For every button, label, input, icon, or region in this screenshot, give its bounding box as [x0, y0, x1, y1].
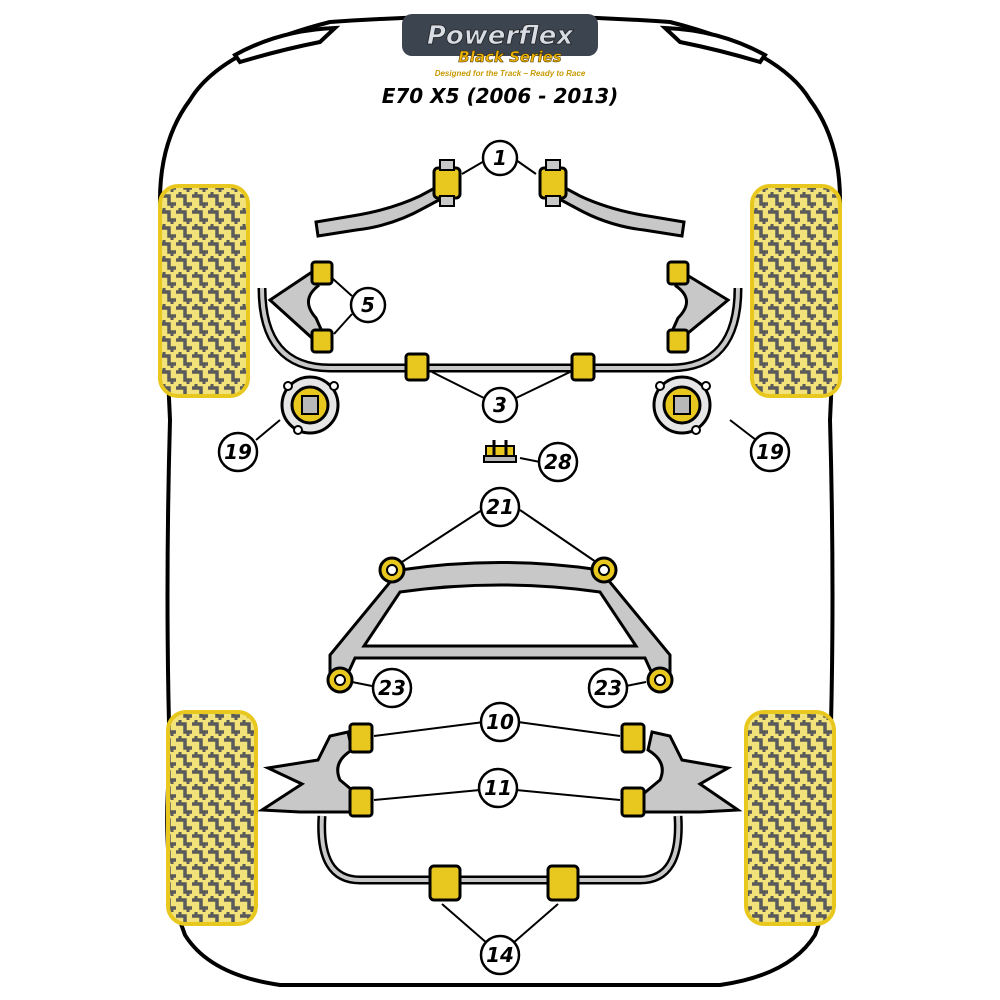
powerflex-logo: Powerflex Black Series Designed for the …: [402, 14, 598, 78]
bush-14-left: [428, 864, 462, 902]
front-anti-roll-bar: [257, 287, 743, 373]
brand-series: Black Series: [458, 48, 561, 66]
svg-text:3: 3: [493, 393, 507, 417]
svg-text:1: 1: [493, 146, 507, 170]
callout-23-right: 23: [587, 667, 629, 709]
svg-text:19: 19: [756, 440, 784, 464]
callout-3: 3: [481, 386, 519, 424]
rear-subframe: [328, 561, 672, 682]
bush-21-left: [378, 556, 406, 584]
bush-21-right: [590, 556, 618, 584]
svg-text:14: 14: [486, 943, 514, 967]
bush-14-right: [546, 864, 580, 902]
rear-right-carrier: [634, 730, 743, 814]
left-mirror: [232, 25, 341, 65]
right-mirror: [659, 25, 768, 65]
part-28: [483, 440, 517, 463]
model-title: E70 X5 (2006 - 2013): [382, 84, 619, 108]
callout-28: 28: [537, 441, 579, 483]
bush-10-left: [348, 722, 374, 754]
front-right-upper-arm: [548, 179, 686, 238]
callout-10: 10: [479, 701, 521, 743]
bush-5-left-upper: [310, 260, 334, 286]
top-mount-right: [652, 375, 712, 435]
svg-text:28: 28: [544, 450, 572, 474]
bush-11-left: [348, 786, 374, 818]
bush-1-right: [538, 159, 568, 207]
callout-1: 1: [481, 139, 519, 177]
brand-name: Powerflex: [427, 21, 574, 51]
top-mount-left: [280, 375, 340, 435]
front-left-upper-arm: [314, 179, 452, 238]
bush-10-right: [620, 722, 646, 754]
front-right-wheel: [750, 184, 842, 398]
brand-tagline: Designed for the Track – Ready to Race: [435, 69, 586, 78]
car-body-outline: [157, 14, 843, 987]
front-left-wheel: [158, 184, 250, 398]
callout-21: 21: [479, 486, 521, 528]
leader-arrows: [255, 159, 757, 945]
svg-text:5: 5: [361, 293, 375, 317]
callout-19-left: 19: [217, 431, 259, 473]
svg-text:11: 11: [484, 776, 512, 800]
bush-11-right: [620, 786, 646, 818]
callout-5: 5: [349, 286, 387, 324]
callout-23-left: 23: [371, 667, 413, 709]
bush-3-right: [570, 352, 596, 382]
svg-text:23: 23: [594, 676, 622, 700]
svg-text:23: 23: [378, 676, 406, 700]
bush-23-right: [646, 666, 674, 694]
callout-14: 14: [479, 934, 521, 976]
bush-23-left: [326, 666, 354, 694]
bush-1-left: [432, 159, 462, 207]
rear-left-carrier: [257, 730, 366, 814]
rear-left-wheel: [166, 710, 258, 926]
bush-5-right-upper: [666, 260, 690, 286]
rear-anti-roll-bar: [317, 815, 683, 885]
bush-3-left: [404, 352, 430, 382]
svg-text:21: 21: [486, 495, 514, 519]
svg-text:10: 10: [486, 710, 514, 734]
bush-5-left-lower: [310, 328, 334, 354]
callout-19-right: 19: [749, 431, 791, 473]
callout-11: 11: [477, 767, 519, 809]
rear-right-wheel: [744, 710, 836, 926]
bush-5-right-lower: [666, 328, 690, 354]
svg-text:19: 19: [224, 440, 252, 464]
